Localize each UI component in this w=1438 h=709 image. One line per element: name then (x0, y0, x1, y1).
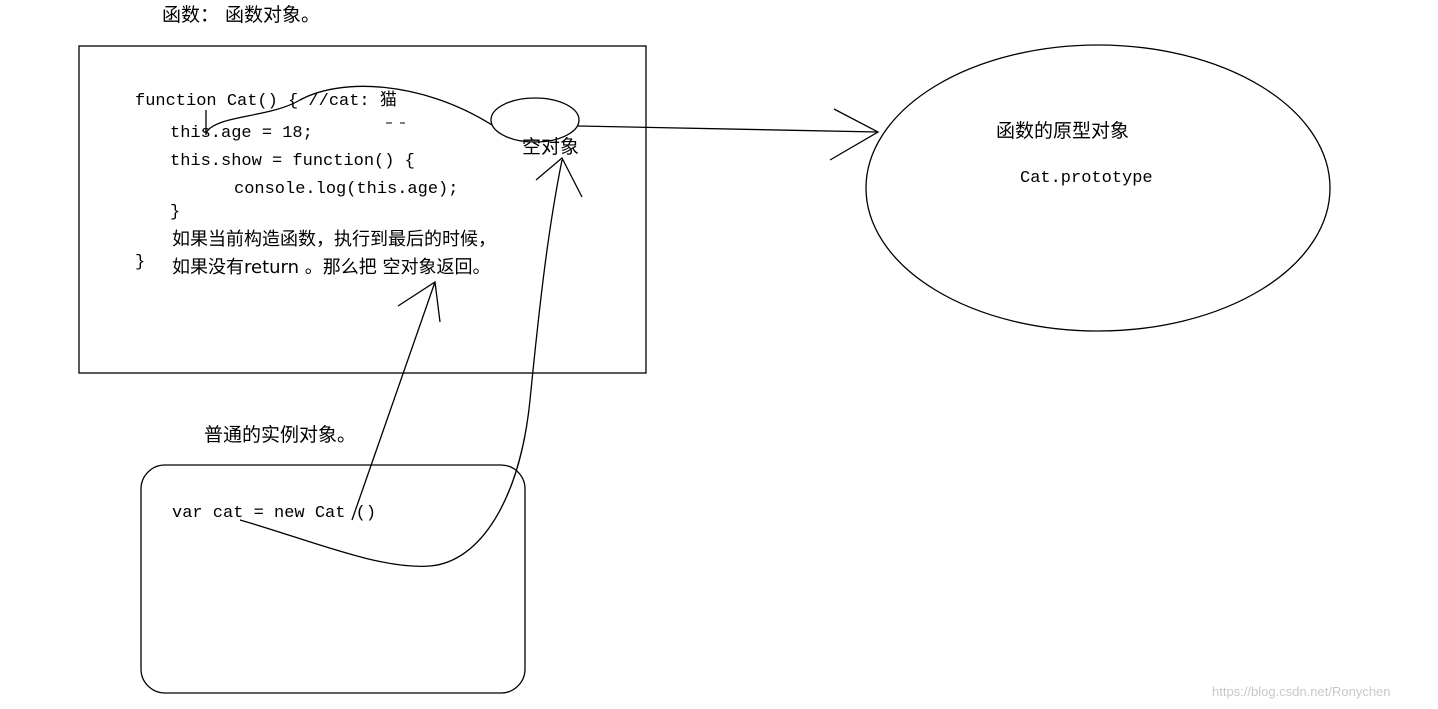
code-line-2: this.age = 18; (170, 124, 313, 143)
instance-to-empty-object-curve (239, 159, 563, 568)
empty-object-label: 空对象 (522, 136, 580, 158)
return-arrowhead (397, 280, 441, 323)
code-line-5: } (170, 203, 181, 222)
note-line-2: 如果没有return 。那么把 空对象返回。 (172, 257, 491, 278)
prototype-title: 函数的原型对象 (996, 120, 1130, 142)
instance-to-return-arrow (351, 281, 436, 521)
code-line-4: console.log(this.age); (234, 180, 459, 199)
prototype-arrowhead (829, 108, 880, 161)
diagram-heading: 函数： 函数对象。 (162, 4, 321, 26)
watermark: https://blog.csdn.net/Ronychen (1212, 684, 1391, 699)
empty-object-arrowhead (535, 156, 583, 198)
instance-label: 普通的实例对象。 (204, 424, 357, 446)
code-line-6: } (135, 253, 146, 272)
prototype-code: Cat.prototype (1020, 169, 1153, 188)
instance-code: var cat = new Cat () (172, 504, 377, 523)
empty-object-ellipse (490, 97, 580, 143)
note-line-1: 如果当前构造函数，执行到最后的时候， (172, 229, 496, 250)
code-line-3: this.show = function() { (170, 152, 415, 171)
function-box (78, 45, 647, 374)
instance-box (140, 464, 526, 694)
code-line-1: function Cat() { //cat: 猫 (135, 92, 397, 111)
this-to-empty-object-curve (205, 85, 493, 134)
prototype-ellipse (865, 44, 1331, 332)
empty-object-to-prototype-arrow (577, 125, 879, 133)
